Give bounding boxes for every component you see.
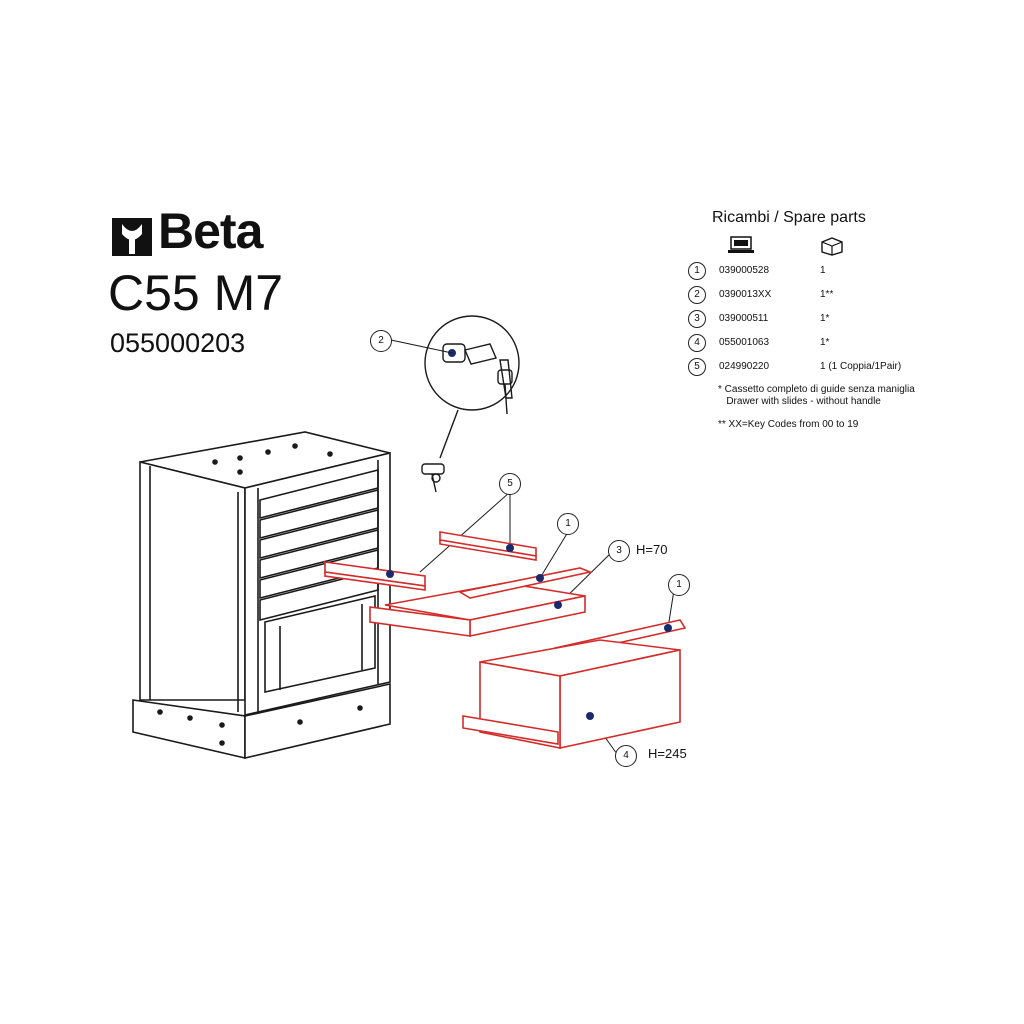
part-code: 039000528: [719, 265, 770, 276]
part-code: 039000511: [719, 313, 769, 324]
part-qty: 1**: [820, 289, 834, 300]
part-code: 055001063: [719, 337, 770, 348]
callout-slide-pair: 5: [499, 473, 521, 495]
height-large-label: H=245: [648, 746, 687, 761]
product-code: 055000203: [110, 328, 246, 358]
part-qty: 1 (1 Coppia/1Pair): [820, 361, 902, 372]
laptop-icon: [728, 236, 754, 253]
height-small-label: H=70: [636, 542, 668, 557]
callout-slide-top: 1: [557, 513, 579, 535]
callout-drawer-small: 3: [608, 540, 630, 562]
part-number-badge: 2: [688, 286, 706, 304]
spare-parts-title: Ricambi / Spare parts: [712, 209, 866, 226]
beta-logo-icon: [112, 218, 152, 256]
part-number-badge: 1: [688, 262, 706, 280]
callout-slide-bottom: 1: [668, 574, 690, 596]
part-code: 0390013XX: [719, 289, 772, 300]
part-code: 024990220: [719, 361, 770, 372]
part-number-badge: 3: [688, 310, 706, 328]
brand-name: Beta: [158, 203, 263, 259]
highlighted-parts: [324, 531, 687, 749]
part-number-badge: 5: [688, 358, 706, 376]
model-name: C55 M7: [108, 265, 284, 321]
cabinet: [132, 431, 391, 760]
lock-detail: [421, 315, 520, 493]
callout-lock: 2: [370, 330, 392, 352]
part-dots: [386, 544, 672, 720]
note-single-star: * Cassetto completo di guide senza manig…: [718, 384, 915, 407]
part-qty: 1*: [820, 337, 830, 348]
part-number-badge: 4: [688, 334, 706, 352]
callout-drawer-large: 4: [615, 745, 637, 767]
part-qty: 1: [820, 265, 826, 276]
note-double-star: ** XX=Key Codes from 00 to 19: [718, 419, 859, 430]
part-qty: 1*: [820, 313, 830, 324]
package-icon: [821, 237, 843, 256]
